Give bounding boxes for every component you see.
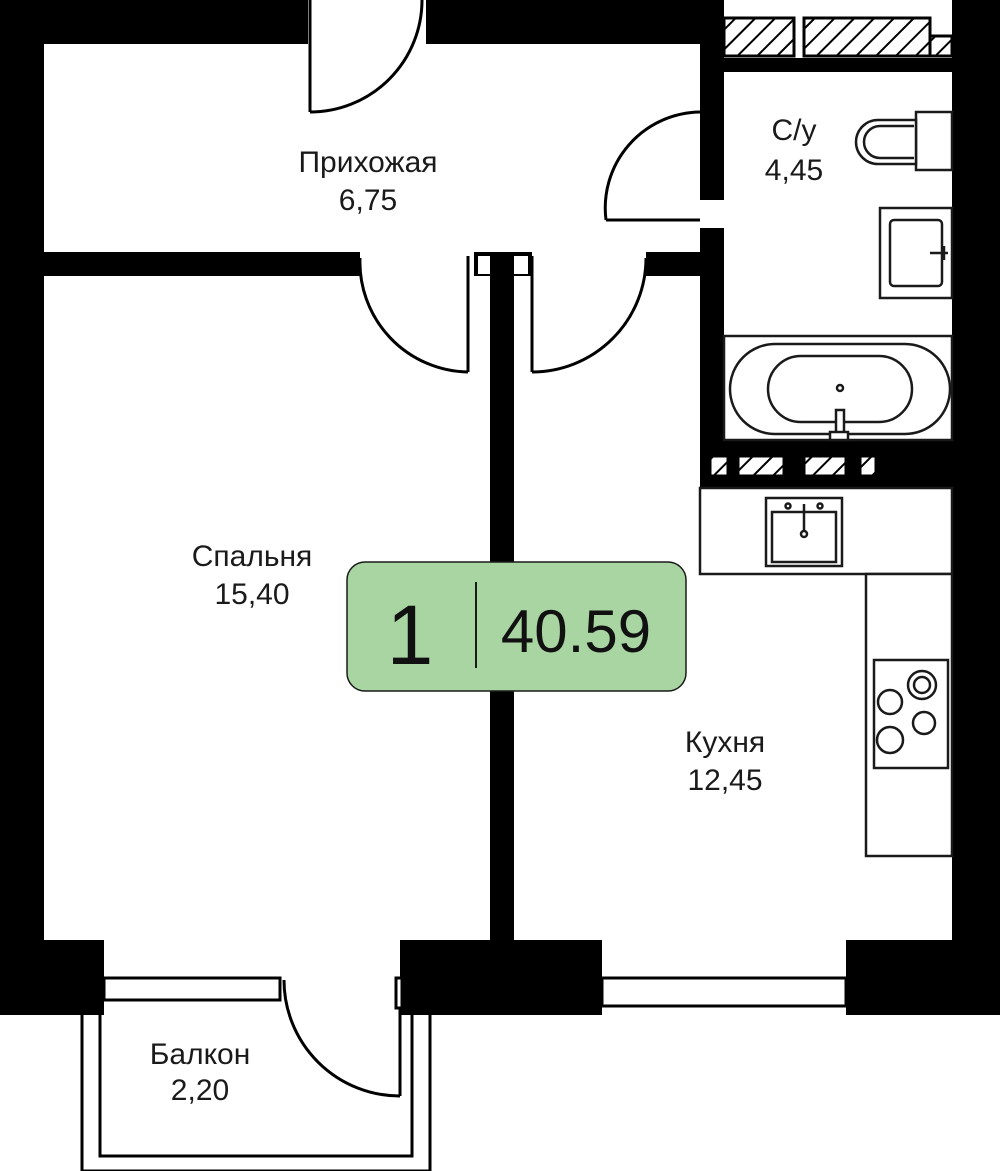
bathroom-door [603, 110, 701, 222]
doors [282, 0, 701, 1098]
bedroom-door [358, 256, 470, 374]
total-area: 40.59 [501, 598, 651, 665]
summary-badge: 1 40.59 [346, 561, 687, 692]
room-labels: Прихожая 6,75 С/у 4,45 Спальня 15,40 Кух… [150, 114, 823, 1107]
balcony-frame [80, 1015, 432, 1171]
wall-bathroom-left [700, 0, 724, 200]
kitchen-fixtures [698, 486, 954, 858]
wall-bathroom-top [700, 58, 952, 72]
hallway-name: Прихожая [298, 146, 437, 179]
bathroom-fixtures [722, 110, 954, 442]
hallway-area: 6,75 [339, 184, 397, 217]
outer-wall-top-mid [426, 0, 722, 44]
balcony-door [282, 979, 402, 1098]
outer-wall-right [952, 0, 1000, 1015]
room-count: 1 [387, 588, 434, 682]
balcony-window-right [394, 976, 404, 1010]
kitchen-sink-icon [764, 496, 844, 568]
bathroom-area: 4,45 [765, 154, 823, 187]
windows [102, 976, 848, 1010]
wall-bottom-mid [400, 940, 602, 1015]
kitchen-door [530, 256, 648, 374]
wall-bottom-left [0, 940, 104, 1015]
outer-wall-left [0, 0, 44, 1015]
balcony-area: 2,20 [171, 1074, 229, 1107]
kitchen-name: Кухня [685, 726, 765, 759]
kitchen-area: 12,45 [687, 764, 762, 797]
kitchen-window [600, 976, 848, 1008]
bathtub-icon [722, 334, 954, 442]
wall-hall-bottom-left [0, 252, 360, 276]
wall-hall-bottom-right [646, 252, 724, 276]
bathroom-name: С/у [772, 114, 817, 147]
bedroom-name: Спальня [192, 540, 313, 573]
wall-bottom-right [846, 940, 1000, 1015]
toilet-icon [854, 110, 954, 172]
outer-wall-top-left [0, 0, 308, 44]
vent-shafts [708, 16, 954, 478]
washbasin-icon [878, 206, 954, 300]
walls [0, 0, 1000, 1015]
balcony-window-left [102, 976, 282, 1002]
bedroom-area: 15,40 [214, 578, 289, 611]
balcony-name: Балкон [150, 1038, 251, 1071]
entrance-door [308, 0, 424, 114]
cooktop-icon [872, 658, 950, 770]
